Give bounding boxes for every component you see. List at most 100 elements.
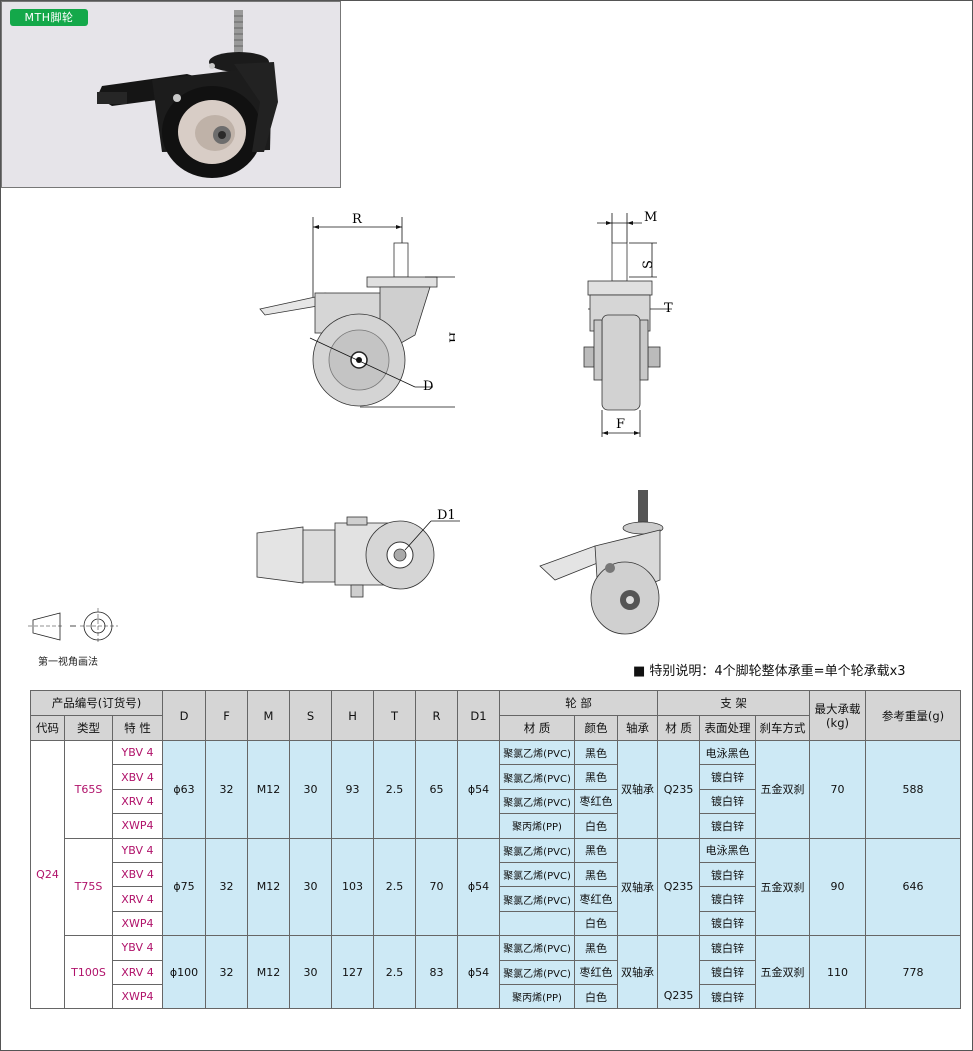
th-weight: 参考重量(g) bbox=[865, 690, 962, 741]
dim-label-m: M bbox=[644, 210, 657, 225]
cell-d1: ϕ54 bbox=[457, 837, 501, 937]
cell-d1: ϕ54 bbox=[457, 935, 501, 1010]
table-row: XBV 4 聚氯乙烯(PVC) 黑色 镀白锌 bbox=[31, 764, 961, 790]
th-wheel: 轮 部 bbox=[499, 690, 659, 716]
cell-wheel-material bbox=[499, 910, 576, 937]
cell-feature: YBV 4 bbox=[111, 739, 164, 766]
table-row: XWP4 聚丙烯(PP) 白色 镀白锌 bbox=[31, 813, 961, 839]
cell-r: 65 bbox=[415, 740, 459, 839]
cell-max-load: 110 bbox=[809, 935, 867, 1010]
cell-bracket-material: Q235 bbox=[657, 935, 701, 1010]
cell-feature: XBV 4 bbox=[111, 861, 164, 888]
isometric-drawing bbox=[539, 490, 664, 635]
table-header: 产品编号(订货号) D F M S H T R D1 轮 部 支 架 最大承载 … bbox=[29, 690, 962, 741]
cell-bearing: 双轴承 bbox=[617, 935, 659, 1010]
cell-wheel-color: 枣红色 bbox=[574, 788, 619, 815]
th-type: 类型 bbox=[64, 715, 113, 741]
th-d: D bbox=[162, 690, 207, 741]
th-t: T bbox=[373, 690, 417, 741]
cell-feature: XWP4 bbox=[111, 983, 164, 1010]
th-max-load: 最大承载 (kg) bbox=[809, 690, 867, 741]
caster-photo bbox=[97, 10, 278, 178]
cell-feature: XWP4 bbox=[111, 910, 164, 937]
first-angle-projection-icon bbox=[28, 608, 118, 644]
projection-label: 第一视角画法 bbox=[38, 657, 98, 668]
cell-feature: XBV 4 bbox=[111, 764, 164, 790]
cell-m: M12 bbox=[247, 837, 291, 937]
cell-h: 103 bbox=[331, 837, 375, 937]
cell-d: ϕ75 bbox=[162, 837, 207, 937]
th-r: R bbox=[415, 690, 459, 741]
cell-wheel-color: 枣红色 bbox=[574, 959, 619, 985]
cell-wheel-material: 聚氯乙烯(PVC) bbox=[499, 935, 576, 961]
cell-feature: YBV 4 bbox=[111, 837, 164, 863]
cell-wheel-color: 白色 bbox=[574, 983, 619, 1010]
cell-bearing: 双轴承 bbox=[617, 837, 659, 937]
th-bearing: 轴承 bbox=[617, 715, 659, 741]
special-note: ■ 特别说明：4个脚轮整体承重=单个轮承载x3 bbox=[633, 664, 906, 679]
cell-s: 30 bbox=[289, 837, 333, 937]
cell-wheel-material: 聚氯乙烯(PVC) bbox=[499, 788, 576, 815]
top-view-drawing: D1 bbox=[256, 508, 460, 598]
series-tag: MTH脚轮 bbox=[10, 9, 88, 26]
cell-r: 70 bbox=[415, 837, 459, 937]
cell-surface: 镀白锌 bbox=[699, 959, 757, 985]
cell-type: T100S bbox=[64, 935, 113, 1010]
cell-wheel-color: 黑色 bbox=[574, 764, 619, 790]
cell-feature: XRV 4 bbox=[111, 886, 164, 912]
dim-label-h: H bbox=[448, 332, 455, 343]
th-h: H bbox=[331, 690, 375, 741]
cell-surface: 镀白锌 bbox=[699, 764, 757, 790]
cell-max-load: 70 bbox=[809, 740, 867, 839]
th-surface: 表面处理 bbox=[699, 715, 757, 741]
table-row: XRV 4 聚氯乙烯(PVC) 枣红色 镀白锌 bbox=[31, 959, 961, 985]
cell-max-load: 90 bbox=[809, 837, 867, 937]
cell-wheel-color: 黑色 bbox=[574, 837, 619, 863]
cell-bracket-material: Q235 bbox=[657, 740, 701, 839]
cell-surface: 镀白锌 bbox=[699, 788, 757, 815]
cell-d: ϕ100 bbox=[162, 935, 207, 1010]
cell-bearing: 双轴承 bbox=[617, 740, 659, 839]
th-brake: 刹车方式 bbox=[755, 715, 811, 741]
cell-brake: 五金双刹 bbox=[755, 837, 811, 937]
cell-t: 2.5 bbox=[373, 837, 417, 937]
cell-wheel-material: 聚氯乙烯(PVC) bbox=[499, 886, 576, 912]
dim-label-t: T bbox=[664, 301, 673, 316]
th-bracket: 支 架 bbox=[657, 690, 811, 716]
table-row: XWP4 聚丙烯(PP) 白色 镀白锌 bbox=[31, 983, 961, 1010]
cell-wheel-material: 聚氯乙烯(PVC) bbox=[499, 764, 576, 790]
spec-table: 产品编号(订货号) D F M S H T R D1 轮 部 支 架 最大承载 … bbox=[29, 690, 962, 1010]
th-bracket-material: 材 质 bbox=[657, 715, 701, 741]
table-row: XRV 4 聚氯乙烯(PVC) 枣红色 镀白锌 bbox=[31, 788, 961, 815]
cell-wheel-material: 聚丙烯(PP) bbox=[499, 983, 576, 1010]
cell-surface: 镀白锌 bbox=[699, 910, 757, 937]
th-m: M bbox=[247, 690, 291, 741]
cell-code: Q24 bbox=[30, 739, 65, 1010]
table-body: Q24 T65S YBV 4 ϕ63 32 M12 30 93 2.5 65 ϕ… bbox=[30, 739, 962, 1010]
cell-f: 32 bbox=[205, 837, 249, 937]
cell-wheel-material: 聚氯乙烯(PVC) bbox=[499, 739, 576, 766]
cell-brake: 五金双刹 bbox=[755, 935, 811, 1010]
cell-surface: 电泳黑色 bbox=[699, 837, 757, 863]
table-row: T75S YBV 4 ϕ75 32 M12 30 103 2.5 70 ϕ54 … bbox=[31, 837, 962, 937]
cell-weight: 588 bbox=[865, 740, 962, 839]
cell-surface: 镀白锌 bbox=[699, 935, 757, 961]
th-wheel-color: 颜色 bbox=[574, 715, 619, 741]
cell-d1: ϕ54 bbox=[457, 740, 501, 839]
side-view-drawing: R D H bbox=[259, 212, 455, 408]
cell-feature: XWP4 bbox=[111, 813, 164, 839]
cell-type: T75S bbox=[64, 837, 113, 937]
th-f: F bbox=[205, 690, 249, 741]
th-feature: 特 性 bbox=[111, 715, 164, 741]
cell-feature: YBV 4 bbox=[111, 935, 164, 961]
table-row: Q24 T65S YBV 4 ϕ63 32 M12 30 93 2.5 65 ϕ… bbox=[30, 739, 962, 1010]
cell-wheel-color: 白色 bbox=[574, 813, 619, 839]
dim-label-d1: D1 bbox=[437, 508, 456, 523]
cell-weight: 778 bbox=[865, 935, 962, 1010]
table-row: XRV 4 聚氯乙烯(PVC) 枣红色 镀白锌 bbox=[31, 886, 961, 912]
cell-wheel-material: 聚氯乙烯(PVC) bbox=[499, 861, 576, 888]
dim-label-d: D bbox=[423, 379, 433, 394]
cell-wheel-material: 聚氯乙烯(PVC) bbox=[499, 959, 576, 985]
dim-label-r: R bbox=[352, 212, 363, 227]
th-wheel-material: 材 质 bbox=[499, 715, 576, 741]
